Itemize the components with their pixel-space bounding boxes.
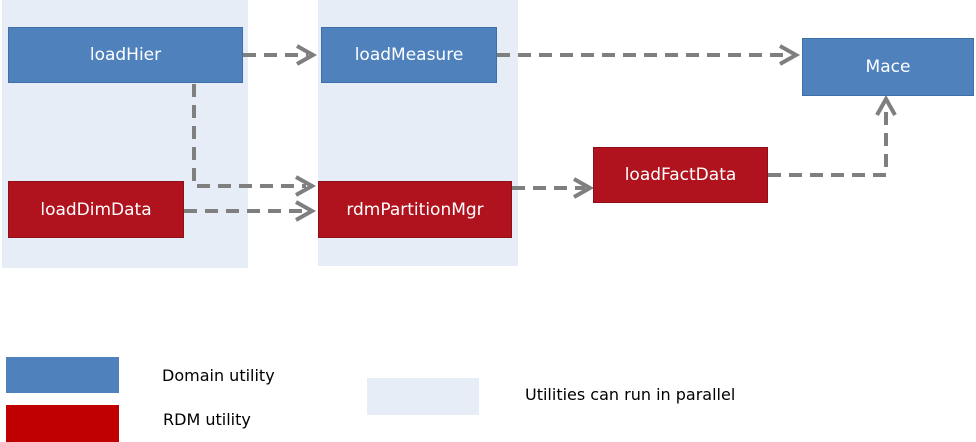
node-mace: Mace bbox=[802, 38, 974, 96]
edge-loadfactdata-to-mace bbox=[768, 108, 888, 177]
legend-domain-label: Domain utility bbox=[162, 366, 275, 385]
node-rdmpartitionmgr: rdmPartitionMgr bbox=[318, 181, 512, 238]
node-loaddimdata: loadDimData bbox=[8, 181, 184, 238]
legend-rdm-swatch bbox=[6, 405, 119, 442]
legend-domain-swatch bbox=[6, 357, 119, 393]
node-loadmeasure: loadMeasure bbox=[321, 27, 497, 83]
arrowhead-loadmeasure-left bbox=[296, 44, 318, 66]
legend-parallel-label: Utilities can run in parallel bbox=[525, 385, 736, 404]
arrowhead-mace-bottom bbox=[875, 94, 897, 116]
node-loadhier: loadHier bbox=[8, 27, 243, 83]
legend-parallel-swatch bbox=[367, 378, 479, 415]
arrowhead-rdmpartitionmgr-upper bbox=[295, 175, 317, 197]
arrowhead-loadfactdata-left bbox=[573, 177, 595, 199]
arrowhead-mace-left bbox=[779, 44, 801, 66]
arrowhead-rdmpartitionmgr-lower bbox=[295, 200, 317, 222]
node-loadfactdata: loadFactData bbox=[593, 147, 768, 203]
legend-rdm-label: RDM utility bbox=[163, 410, 251, 429]
